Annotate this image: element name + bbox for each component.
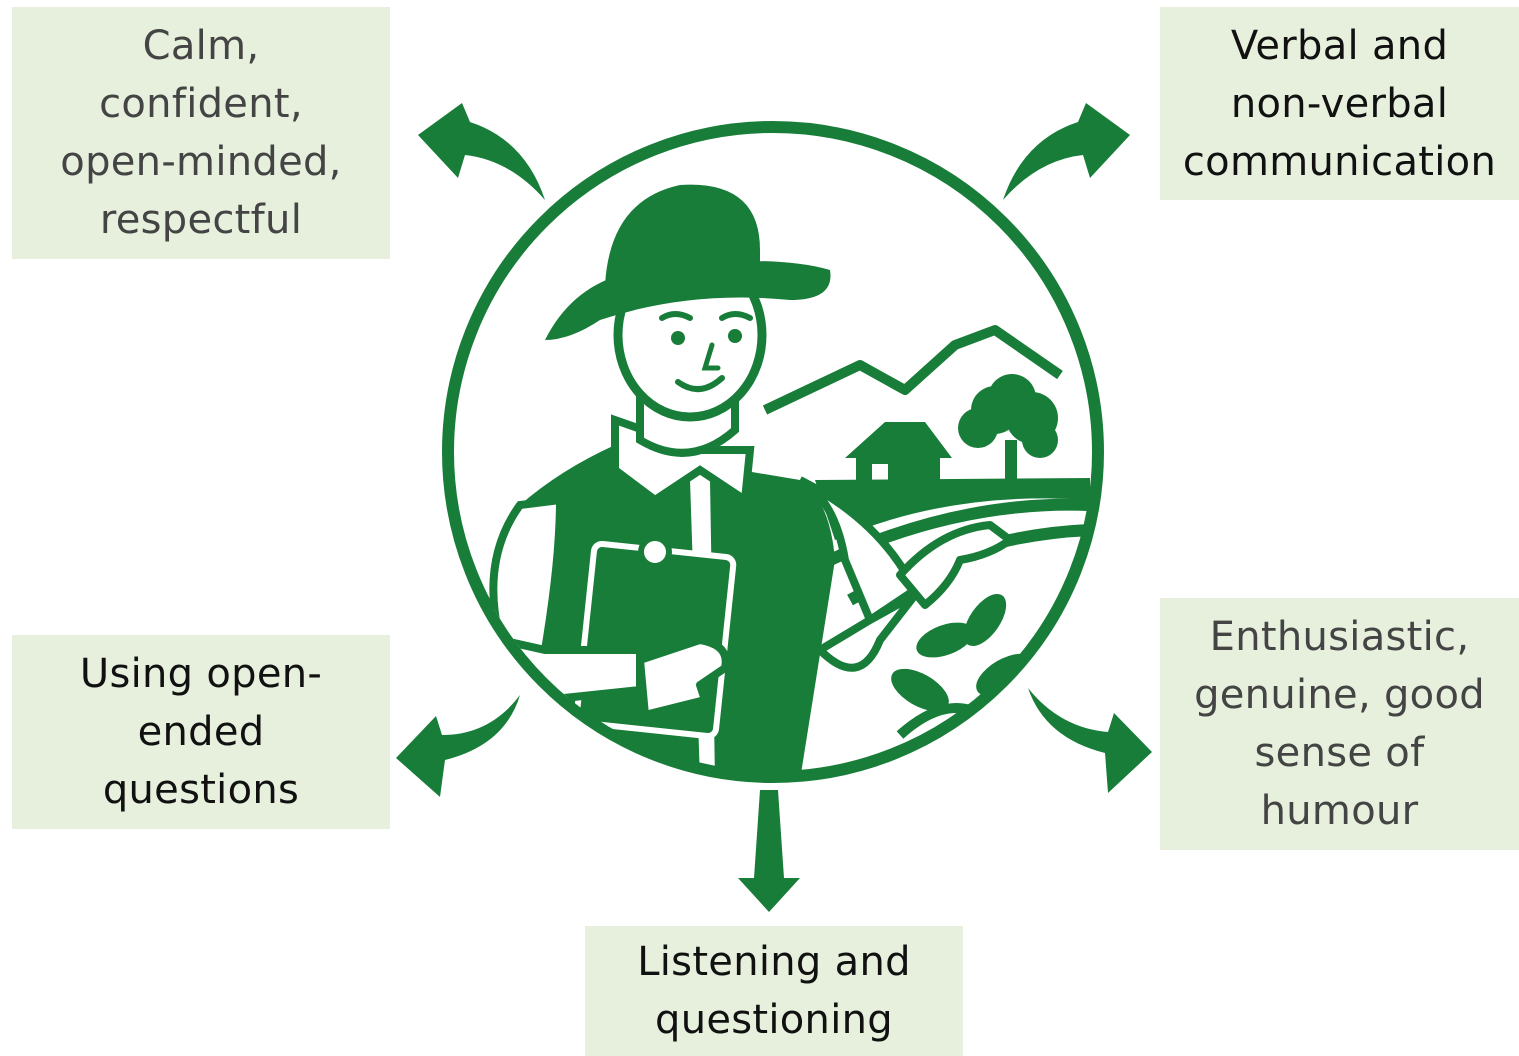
- line: questioning: [655, 997, 893, 1043]
- farmer-extension-worker-icon: [470, 184, 1091, 772]
- line: non-verbal: [1230, 80, 1449, 127]
- line: sense of: [1254, 730, 1425, 776]
- box-top-right: Verbal and non-verbal communication: [1160, 7, 1519, 200]
- line: questions: [102, 767, 300, 813]
- line: Listening and: [637, 939, 911, 985]
- line: Using open-: [79, 651, 323, 697]
- box-bottom: Listening and questioning: [585, 926, 963, 1056]
- line: open-minded,: [60, 139, 342, 185]
- arrow-bottom: [738, 790, 800, 912]
- text-enthusiastic-genuine: Enthusiastic, genuine, good sense of hum…: [1194, 608, 1485, 840]
- line: confident,: [99, 81, 303, 127]
- line: respectful: [99, 197, 303, 243]
- text-open-ended-questions: Using open- ended questions: [80, 645, 322, 819]
- line: Verbal and: [1230, 22, 1449, 69]
- box-mid-left: Using open- ended questions: [12, 635, 390, 829]
- arrow-top-left: [418, 103, 545, 200]
- circle-frame: [442, 121, 1104, 783]
- text-listening-questioning: Listening and questioning: [637, 933, 911, 1049]
- arrow-top-right: [1003, 103, 1130, 200]
- text-verbal-communication: Verbal and non-verbal communication: [1183, 17, 1496, 191]
- arrow-mid-left: [396, 695, 520, 797]
- text-calm-confident: Calm, confident, open-minded, respectful: [60, 17, 341, 249]
- arrow-mid-right: [1028, 688, 1152, 793]
- line: Enthusiastic,: [1209, 614, 1470, 660]
- line: Calm,: [142, 23, 260, 69]
- line: genuine, good: [1194, 672, 1485, 718]
- line: humour: [1260, 788, 1419, 834]
- line: communication: [1182, 138, 1497, 185]
- box-mid-right: Enthusiastic, genuine, good sense of hum…: [1160, 598, 1519, 850]
- box-top-left: Calm, confident, open-minded, respectful: [12, 7, 390, 259]
- line: ended: [137, 709, 265, 755]
